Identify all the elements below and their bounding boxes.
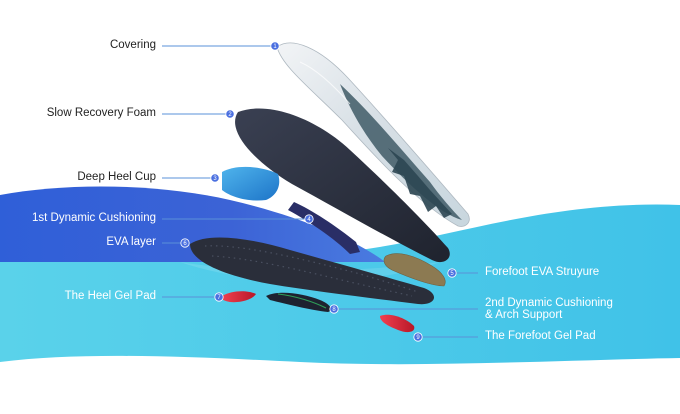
marker-2: 2 xyxy=(225,109,235,119)
forefoot-eva-layer xyxy=(383,253,446,287)
label-covering: Covering xyxy=(109,39,156,51)
svg-text:7: 7 xyxy=(217,295,221,301)
svg-text:5: 5 xyxy=(450,271,454,277)
forefoot-gel-pad-layer xyxy=(380,314,415,333)
marker-4: 4 xyxy=(304,214,314,224)
label-deep-heel-cup: Deep Heel Cup xyxy=(77,171,156,183)
svg-text:9: 9 xyxy=(416,335,420,341)
svg-text:1: 1 xyxy=(273,44,277,50)
svg-text:2: 2 xyxy=(228,112,232,118)
deep-heel-cup-layer xyxy=(222,166,280,201)
label-heel-gel-pad: The Heel Gel Pad xyxy=(64,290,156,302)
heel-gel-pad-layer xyxy=(221,291,256,303)
covering-layer xyxy=(276,42,470,227)
marker-7: 7 xyxy=(214,292,224,302)
svg-text:4: 4 xyxy=(307,217,311,223)
marker-1: 1 xyxy=(270,41,280,51)
svg-text:6: 6 xyxy=(183,241,187,247)
first-dynamic-cushioning-layer xyxy=(288,202,360,254)
label-forefoot-eva: Forefoot EVA Struyure xyxy=(485,266,600,278)
marker-6: 6 xyxy=(180,238,190,248)
label-arch-support: & Arch Support xyxy=(485,309,563,321)
label-first-dynamic-cushioning: 1st Dynamic Cushioning xyxy=(31,212,156,224)
svg-text:3: 3 xyxy=(213,176,217,182)
eva-layer xyxy=(190,237,435,305)
label-forefoot-gel-pad: The Forefoot Gel Pad xyxy=(485,330,596,342)
blue-wave xyxy=(0,186,385,262)
arch-support-trim xyxy=(277,293,327,309)
leader-lines xyxy=(162,45,478,338)
label-eva-layer: EVA layer xyxy=(106,236,156,248)
marker-5: 5 xyxy=(447,268,457,278)
marker-3: 3 xyxy=(210,173,220,183)
marker-8: 8 xyxy=(329,304,339,314)
marker-9: 9 xyxy=(413,332,423,342)
label-second-dynamic-cushioning: 2nd Dynamic Cushioning xyxy=(485,297,613,309)
slow-recovery-foam-layer xyxy=(235,108,450,263)
second-dynamic-cushioning-layer xyxy=(266,292,331,312)
label-slow-recovery-foam: Slow Recovery Foam xyxy=(46,107,156,119)
svg-text:8: 8 xyxy=(332,307,336,313)
